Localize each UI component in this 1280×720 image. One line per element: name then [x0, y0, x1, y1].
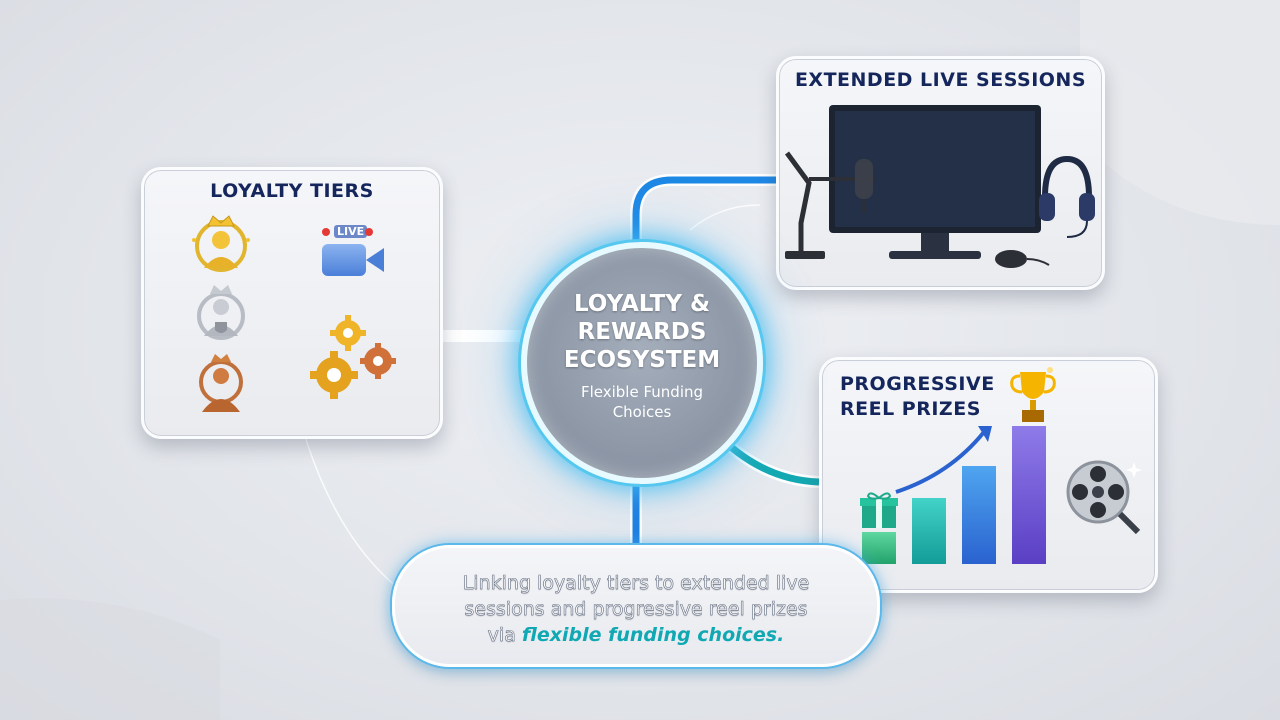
gears-icon [310, 315, 396, 399]
bronze-tier-icon [199, 354, 243, 412]
caption-line-2: sessions and progressive reel prizes [464, 598, 808, 621]
live-badge: LIVE [334, 225, 368, 238]
gold-tier-icon [192, 215, 250, 272]
growth-bars-icon [862, 426, 1046, 564]
live-sessions-card: EXTENDED LIVE SESSIONS [776, 56, 1105, 290]
hub-title: LOYALTY & REWARDS ECOSYSTEM [563, 291, 721, 373]
loyalty-tiers-title: LOYALTY TIERS [210, 180, 374, 202]
caption-line-3: via flexible funding choices. [415, 622, 857, 648]
progressive-prizes-title: PROGRESSIVE REEL PRIZES [840, 373, 995, 420]
mouse-icon [995, 250, 1050, 268]
headphones-icon [1039, 155, 1095, 238]
hub-subtitle: Flexible Funding Choices [580, 383, 704, 421]
progressive-prizes-card: PROGRESSIVE REEL PRIZES [819, 357, 1158, 593]
live-sessions-title: EXTENDED LIVE SESSIONS [794, 69, 1087, 91]
loyalty-tiers-card: LOYALTY TIERS LIVE [141, 167, 443, 439]
trophy-icon [1010, 367, 1056, 422]
film-reel-icon [1066, 460, 1142, 535]
ecosystem-hub: LOYALTY & REWARDS ECOSYSTEM Flexible Fun… [521, 242, 763, 484]
caption-text: Linking loyalty tiers to extended live s… [415, 570, 857, 648]
live-video-icon: LIVE [322, 225, 386, 280]
microphone-icon [784, 151, 875, 259]
connector-to-live-sessions [630, 174, 776, 245]
gift-icon [860, 492, 898, 528]
caption-line-3-prefix: via [487, 624, 522, 647]
caption-pill: Linking loyalty tiers to extended live s… [392, 545, 880, 667]
caption-line-1: Linking loyalty tiers to extended live [462, 572, 810, 595]
silver-tier-icon [197, 285, 245, 340]
caption-emphasis: flexible funding choices. [521, 624, 785, 646]
